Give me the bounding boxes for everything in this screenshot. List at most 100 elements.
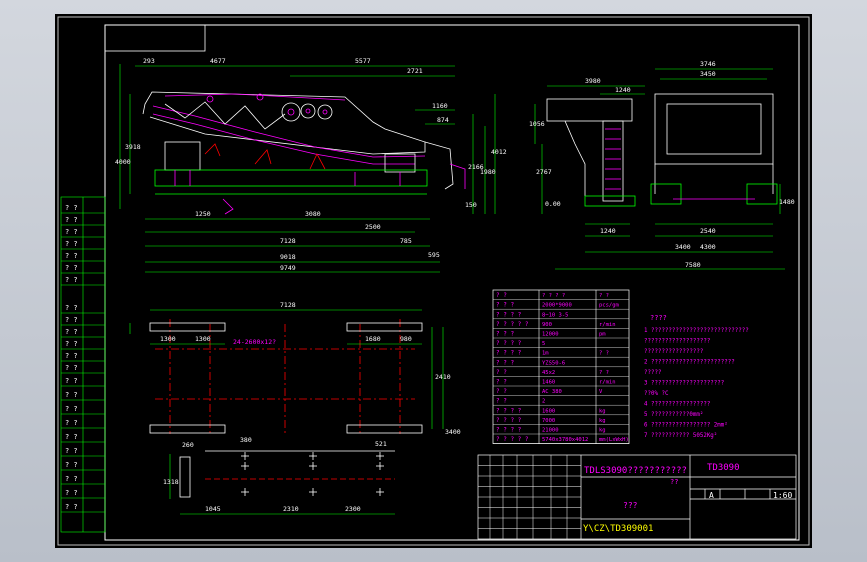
spec-cell-label: ? ? ? ? (496, 417, 522, 424)
tech-note-line: 4 ????????????????? (644, 402, 710, 408)
title-block (477, 454, 797, 540)
side-dimension: 7580 (685, 261, 701, 269)
spec-cell-value: 900 (542, 322, 552, 328)
drawing-path: Y\CZ\TD309001 (583, 524, 653, 534)
spec-cell-unit: ? ? (599, 293, 609, 299)
side-label: ? ? (65, 364, 78, 372)
side-dimension: 1056 (529, 120, 545, 128)
spec-cell-value: 5 (542, 341, 545, 347)
plan-dimension: 1680 (365, 335, 381, 343)
plan-dimension: 7128 (280, 301, 296, 309)
spec-cell-label: ? ? ? ? (496, 340, 522, 347)
side-label: ? ? (65, 276, 78, 284)
side-dimension: 1240 (600, 227, 616, 235)
side-label: ? ? (65, 391, 78, 399)
front-dimension: 1980 (480, 168, 496, 176)
side-label: ? ? (65, 433, 78, 441)
side-dimension: 3450 (700, 70, 716, 78)
spec-cell-value: 2 (542, 399, 545, 405)
side-label: ? ? (65, 316, 78, 324)
side-label: ? ? (65, 252, 78, 260)
side-label: ? ? (65, 352, 78, 360)
front-dimension: 4000 (115, 158, 131, 166)
spec-cell-unit: pm (599, 332, 606, 338)
spec-cell-label: ? ? ? ? ? (496, 436, 529, 443)
side-dimension: 3746 (700, 60, 716, 68)
side-label: ? ? (65, 204, 78, 212)
drawing-scale: 1:60 (773, 491, 792, 500)
base-dimension: 521 (375, 440, 387, 448)
side-label: ? ? (65, 304, 78, 312)
spec-cell-unit: V (599, 389, 603, 395)
spec-cell-unit: r/min (599, 380, 616, 386)
spec-cell-value: 21000 (542, 428, 559, 434)
front-dimension: 150 (465, 201, 477, 209)
plan-dimension: 24-2600x12? (233, 338, 276, 346)
front-dimension: 9018 (280, 253, 296, 261)
front-dimension: 2500 (365, 223, 381, 231)
side-label: ? ? (65, 419, 78, 427)
spec-cell-label: ? ? ? ? (496, 350, 522, 357)
front-dimension: 9749 (280, 264, 296, 272)
base-dimension: 1045 (205, 505, 221, 513)
front-dimension: 3918 (125, 143, 141, 151)
side-label: ? ? (65, 489, 78, 497)
code-box (104, 24, 206, 52)
spec-cell-unit: kg (599, 428, 606, 434)
tech-note-line: 6 ????????????????? 2mm² (644, 422, 728, 429)
spec-cell-label: ? ? ? ? (496, 407, 522, 414)
front-dimension: 5577 (355, 57, 371, 65)
tech-note-line: 1 ???????????????????????????? (644, 328, 749, 334)
side-label: ? ? (65, 377, 78, 385)
spec-cell-label: ? ? ? ? (496, 427, 522, 434)
front-dimension: 293 (143, 57, 155, 65)
plan-dimension: 3400 (445, 428, 461, 436)
plan-view (129, 309, 444, 434)
spec-cell-unit: ? ? (599, 351, 609, 357)
base-dimension: 2300 (345, 505, 361, 513)
spec-cell-value: 2000*9000 (542, 303, 572, 309)
spec-cell-label: ? ? (496, 369, 507, 376)
spec-cell-value: 12000 (542, 332, 559, 338)
base-detail-view (169, 450, 395, 515)
plan-dimension: 1300 (195, 335, 211, 343)
left-label-texts: ? ? ? ? ? ? ? ? ? ? ? ? ? ? ? ? ? ? ? ? ? ? ? ? ? ??… (65, 204, 78, 511)
base-dimension: 2310 (283, 505, 299, 513)
front-dimension: 4677 (210, 57, 226, 65)
spec-cell-value: 5740x3780x4012 (542, 437, 588, 443)
front-dimension: 1160 (432, 102, 448, 110)
plan-dimension: 1300 (160, 335, 176, 343)
side-dimension: 3400 (675, 243, 691, 251)
drawing-number: TD3090 (707, 463, 740, 473)
spec-cell-label: ? ? (496, 379, 507, 386)
side-label: ? ? (65, 264, 78, 272)
spec-cell-label: ? ? ? ? ? (496, 321, 529, 328)
side-view (534, 68, 785, 270)
side-dimension: 0.00 (545, 200, 561, 208)
spec-cell-value: 8~10 3-5 (542, 312, 569, 318)
title-name-line2: ?? (670, 478, 678, 486)
plan-dimension: 980 (400, 335, 412, 343)
spec-cell-value: 1600 (542, 408, 555, 414)
spec-cell-value: AC 380 (542, 389, 562, 395)
tech-note-line: ??????????????????? (644, 339, 710, 345)
drawing-canvas[interactable]: ? ? ? ? ? ? ? ? ? ? ? ? ? ? ? ? ? ? ? ? ? ? ? ? ? ??… (55, 14, 812, 548)
spec-cell-unit: r/min (599, 322, 616, 328)
spec-cell-value: 7000 (542, 418, 555, 424)
left-label-column (60, 196, 106, 533)
base-dimension: 260 (182, 441, 194, 449)
side-dimension: 3980 (585, 77, 601, 85)
side-label: ? ? (65, 240, 78, 248)
tech-note-line: 2 ???????????????????????? (644, 360, 735, 366)
side-label: ? ? (65, 216, 78, 224)
spec-cell-unit: kg (599, 418, 606, 424)
front-dimension: 874 (437, 116, 449, 124)
tech-notes: 1 ???????????????????????????? ?????????… (644, 328, 749, 439)
outer-frame (57, 16, 810, 546)
front-dimension: 7128 (280, 237, 296, 245)
